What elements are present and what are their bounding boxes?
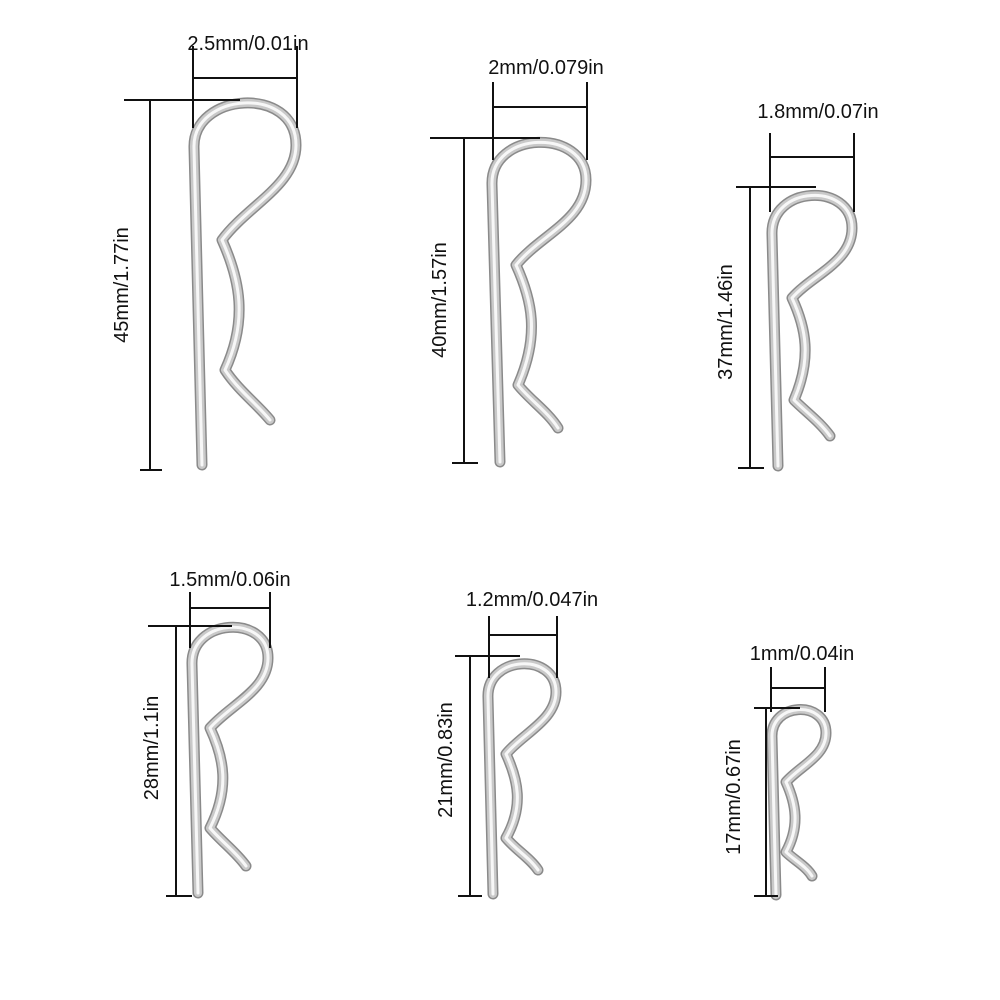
width-label: 2.5mm/0.01in xyxy=(187,33,308,55)
length-dimension: 40mm/1.57in xyxy=(429,137,540,464)
length-label: 28mm/1.1in xyxy=(141,696,163,801)
r-clip-pin-shape xyxy=(189,98,300,469)
length-dimension: 28mm/1.1in xyxy=(141,625,232,897)
width-dimension: 1.2mm/0.047in xyxy=(466,589,598,678)
r-clip-pin-6: 1mm/0.04in 17mm/0.67in xyxy=(723,643,855,901)
width-dimension: 2mm/0.079in xyxy=(488,57,604,160)
r-clip-pin-1: 2.5mm/0.01in 45mm/1.77in xyxy=(111,33,309,471)
length-label: 17mm/0.67in xyxy=(723,739,745,855)
length-dimension: 17mm/0.67in xyxy=(723,707,800,897)
length-dimension: 21mm/0.83in xyxy=(435,655,520,897)
length-label: 45mm/1.77in xyxy=(111,227,133,343)
width-label: 1.2mm/0.047in xyxy=(466,589,598,611)
r-clip-pin-shape xyxy=(767,191,856,470)
width-dimension: 1mm/0.04in xyxy=(750,643,855,712)
r-clip-pin-3: 1.8mm/0.07in 37mm/1.46in xyxy=(715,101,879,472)
length-dimension: 45mm/1.77in xyxy=(111,99,240,471)
length-label: 40mm/1.57in xyxy=(429,242,451,358)
length-label: 37mm/1.46in xyxy=(715,264,737,380)
r-clip-pin-5: 1.2mm/0.047in 21mm/0.83in xyxy=(435,589,598,900)
width-label: 1.8mm/0.07in xyxy=(757,101,878,123)
width-label: 2mm/0.079in xyxy=(488,57,604,79)
r-clip-pin-shape xyxy=(187,623,272,897)
width-dimension: 1.8mm/0.07in xyxy=(757,101,879,212)
width-label: 1.5mm/0.06in xyxy=(169,569,290,591)
width-dimension: 1.5mm/0.06in xyxy=(169,569,291,648)
width-dimension: 2.5mm/0.01in xyxy=(187,33,309,128)
r-clip-pin-4: 1.5mm/0.06in 28mm/1.1in xyxy=(141,569,291,899)
width-label: 1mm/0.04in xyxy=(750,643,855,665)
r-clip-pin-2: 2mm/0.079in 40mm/1.57in xyxy=(429,57,604,468)
length-dimension: 37mm/1.46in xyxy=(715,186,816,469)
length-label: 21mm/0.83in xyxy=(435,702,457,818)
